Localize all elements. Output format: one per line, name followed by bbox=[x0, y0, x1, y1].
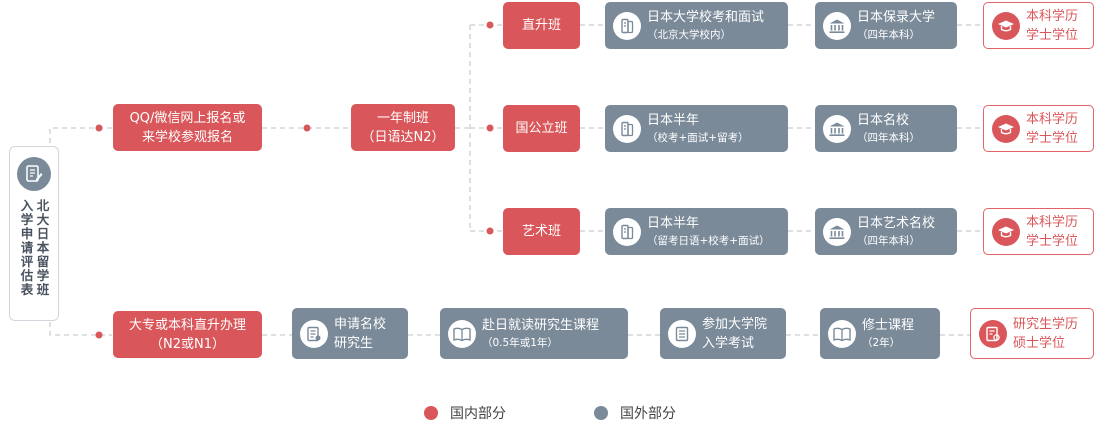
graduation-cap-icon bbox=[992, 217, 1020, 246]
document-list-icon bbox=[668, 319, 696, 348]
sidebar-title-char: 入 bbox=[20, 198, 34, 213]
graduate-exam-box: 参加大学院入学考试 bbox=[660, 308, 786, 359]
upgrade-line2: （N2或N1） bbox=[149, 336, 225, 352]
sidebar-title-col1: 北大日本留学班 bbox=[36, 199, 50, 297]
apply-graduate-box: 申请名校研究生 bbox=[292, 308, 408, 359]
sidebar-title-char: 表 bbox=[20, 282, 34, 297]
certificate-icon bbox=[979, 319, 1007, 348]
stage1-sub: （北京大学校内） bbox=[647, 29, 731, 41]
stage1-sub: （留考日语+校考+面试） bbox=[647, 235, 770, 247]
master-sub: （2年） bbox=[862, 337, 901, 349]
university-icon bbox=[823, 114, 851, 143]
track-result-box: 本科学历学士学位 bbox=[983, 208, 1094, 255]
legend-domestic-dot bbox=[424, 406, 438, 420]
track-label-box: 艺术班 bbox=[503, 208, 580, 255]
stage1-sub: （校考+面试+留考） bbox=[647, 132, 749, 144]
legend-domestic-label: 国内部分 bbox=[450, 406, 506, 422]
result-line1: 本科学历 bbox=[1026, 8, 1079, 24]
master-degree-line2: 硕士学位 bbox=[1013, 335, 1066, 351]
sidebar-title-char: 学 bbox=[20, 212, 34, 227]
sidebar-title-char: 北 bbox=[36, 198, 50, 213]
sidebar-title-char: 申 bbox=[20, 226, 34, 241]
sidebar-title-char: 班 bbox=[36, 282, 50, 297]
book-icon bbox=[613, 11, 641, 40]
study-course-sub: （0.5年或1年） bbox=[482, 337, 558, 349]
stage2-title: 日本名校 bbox=[857, 113, 910, 128]
track-stage2-box: 日本艺术名校 （四年本科） bbox=[815, 208, 957, 255]
one-year-line2: （日语达N2） bbox=[361, 129, 445, 145]
master-degree-line1: 研究生学历 bbox=[1013, 316, 1079, 332]
result-line1: 本科学历 bbox=[1026, 214, 1079, 230]
track-result-box: 本科学历学士学位 bbox=[983, 2, 1094, 49]
sidebar-title-char: 本 bbox=[36, 240, 50, 255]
sidebar-title-char: 评 bbox=[20, 254, 34, 269]
exam-line1: 参加大学院 bbox=[702, 316, 768, 332]
registration-line2: 来学校参观报名 bbox=[141, 129, 233, 145]
sidebar-title-char: 请 bbox=[20, 240, 34, 255]
sidebar-title-char: 估 bbox=[20, 268, 34, 283]
track-label-box: 直升班 bbox=[503, 2, 580, 49]
track-label: 直升班 bbox=[521, 18, 561, 33]
stage2-title: 日本保录大学 bbox=[857, 10, 936, 25]
direct-upgrade-box: 大专或本科直升办理 （N2或N1） bbox=[113, 311, 262, 358]
master-course-box: 修士课程 （2年） bbox=[820, 308, 940, 359]
master-degree-result-box: 研究生学历硕士学位 bbox=[970, 308, 1094, 359]
stage2-sub: （四年本科） bbox=[857, 29, 920, 41]
result-line2: 学士学位 bbox=[1026, 27, 1079, 43]
track-label-box: 国公立班 bbox=[503, 105, 580, 152]
legend-domestic: 国内部分 bbox=[424, 403, 506, 423]
stage2-sub: （四年本科） bbox=[857, 235, 920, 247]
one-year-line1: 一年制班 bbox=[376, 110, 429, 126]
book-icon bbox=[613, 114, 641, 143]
result-line2: 学士学位 bbox=[1026, 233, 1079, 249]
track-stage2-box: 日本保录大学 （四年本科） bbox=[815, 2, 957, 49]
track-label: 国公立班 bbox=[515, 121, 568, 136]
study-graduate-course-box: 赴日就读研究生课程 （0.5年或1年） bbox=[440, 308, 628, 359]
exam-line2: 入学考试 bbox=[702, 335, 755, 351]
stage1-title: 日本半年 bbox=[647, 113, 700, 128]
online-registration-box: QQ/微信网上报名或来学校参观报名 bbox=[113, 104, 262, 151]
track-stage1-box: 日本大学校考和面试 （北京大学校内） bbox=[605, 2, 788, 49]
book-icon bbox=[613, 217, 641, 246]
sidebar-title-char: 留 bbox=[36, 254, 50, 269]
registration-line1: QQ/微信网上报名或 bbox=[129, 110, 246, 126]
apply-line1: 申请名校 bbox=[334, 316, 387, 332]
sidebar-application-form: 北大日本留学班 入学申请评估表 bbox=[9, 146, 59, 321]
application-form-icon bbox=[300, 319, 328, 348]
study-course-title: 赴日就读研究生课程 bbox=[482, 318, 600, 333]
result-line1: 本科学历 bbox=[1026, 111, 1079, 127]
result-line2: 学士学位 bbox=[1026, 130, 1079, 146]
legend-abroad-dot bbox=[594, 406, 608, 420]
graduation-cap-icon bbox=[992, 114, 1020, 143]
apply-line2: 研究生 bbox=[334, 335, 374, 351]
university-icon bbox=[823, 11, 851, 40]
stage1-title: 日本半年 bbox=[647, 216, 700, 231]
graduation-cap-icon bbox=[992, 11, 1020, 40]
stage2-title: 日本艺术名校 bbox=[857, 216, 936, 231]
sidebar-title-char: 日 bbox=[36, 226, 50, 241]
master-title: 修士课程 bbox=[862, 318, 915, 333]
sidebar-title-char: 学 bbox=[36, 268, 50, 283]
open-book-icon bbox=[448, 319, 476, 348]
track-stage1-box: 日本半年 （留考日语+校考+面试） bbox=[605, 208, 788, 255]
upgrade-line1: 大专或本科直升办理 bbox=[128, 317, 246, 333]
sidebar-title-char: 大 bbox=[36, 212, 50, 227]
legend-abroad: 国外部分 bbox=[594, 403, 676, 423]
sidebar-title-col2: 入学申请评估表 bbox=[20, 199, 34, 297]
track-label: 艺术班 bbox=[521, 224, 561, 239]
track-result-box: 本科学历学士学位 bbox=[983, 105, 1094, 152]
stage1-title: 日本大学校考和面试 bbox=[647, 10, 765, 25]
one-year-class-box: 一年制班 （日语达N2） bbox=[351, 104, 455, 151]
legend-abroad-label: 国外部分 bbox=[620, 406, 676, 422]
track-stage1-box: 日本半年 （校考+面试+留考） bbox=[605, 105, 788, 152]
track-stage2-box: 日本名校 （四年本科） bbox=[815, 105, 957, 152]
stage2-sub: （四年本科） bbox=[857, 132, 920, 144]
open-book-icon bbox=[828, 319, 856, 348]
university-icon bbox=[823, 217, 851, 246]
form-edit-icon bbox=[17, 157, 51, 191]
